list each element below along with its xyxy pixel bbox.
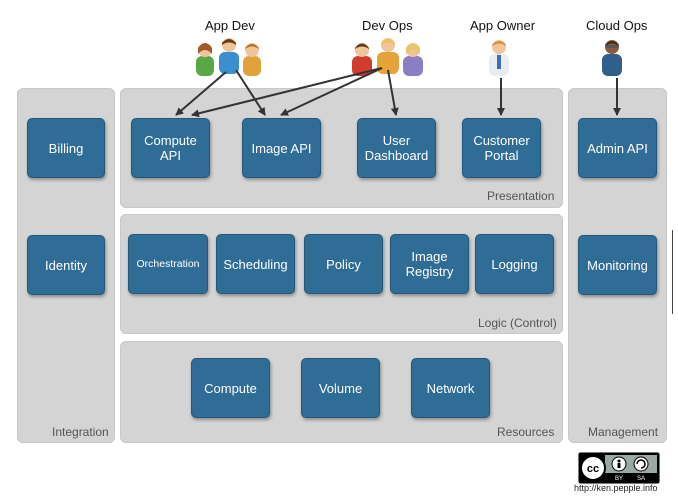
dev-ops-people-icon — [352, 38, 423, 76]
policy-box[interactable]: Policy — [304, 234, 383, 294]
compute-api-box[interactable]: Compute API — [131, 118, 210, 178]
customer-portal-box[interactable]: Customer Portal — [462, 118, 541, 178]
presentation-label: Presentation — [487, 189, 555, 203]
sa-text: SA — [637, 476, 645, 482]
by-text: BY — [615, 476, 623, 482]
image-registry-box[interactable]: Image Registry — [390, 234, 469, 294]
integration-label: Integration — [52, 425, 109, 439]
monitoring-box[interactable]: Monitoring — [578, 235, 657, 295]
app-owner-person-icon — [489, 40, 509, 76]
image-api-box[interactable]: Image API — [242, 118, 321, 178]
cloud-ops-person-icon — [602, 40, 622, 76]
network-box[interactable]: Network — [411, 358, 490, 418]
resources-label: Resources — [497, 425, 555, 439]
dev-ops-label: Dev Ops — [362, 18, 413, 33]
right-edge-line — [672, 230, 673, 314]
user-dashboard-box[interactable]: User Dashboard — [357, 118, 436, 178]
management-label: Management — [588, 425, 659, 439]
orchestration-box[interactable]: Orchestration — [128, 234, 208, 294]
identity-box[interactable]: Identity — [27, 235, 105, 295]
admin-api-box[interactable]: Admin API — [578, 118, 657, 178]
cc-license-badge: cc BY SA — [578, 452, 660, 484]
cc-text: cc — [587, 463, 599, 475]
billing-box[interactable]: Billing — [27, 118, 105, 178]
cloud-ops-label: Cloud Ops — [586, 18, 648, 33]
app-dev-people-icon — [196, 38, 261, 76]
app-owner-label: App Owner — [470, 18, 536, 33]
compute-resource-box[interactable]: Compute — [191, 358, 270, 418]
logging-box[interactable]: Logging — [475, 234, 554, 294]
cc-by-sa-icon: cc BY SA — [579, 453, 659, 483]
logic-label: Logic (Control) — [478, 316, 557, 330]
credit-link[interactable]: http://ken.pepple.info — [574, 483, 658, 493]
scheduling-box[interactable]: Scheduling — [216, 234, 295, 294]
app-dev-label: App Dev — [205, 18, 255, 33]
volume-box[interactable]: Volume — [301, 358, 380, 418]
